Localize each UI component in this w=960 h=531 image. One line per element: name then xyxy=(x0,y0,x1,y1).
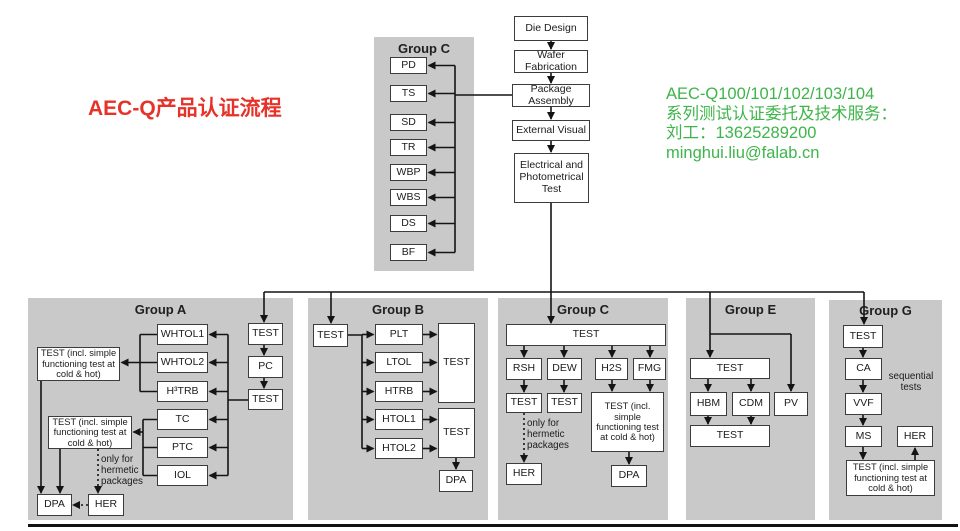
group-c-top-box-sd: SD xyxy=(390,114,427,131)
group-g-box-her: HER xyxy=(897,426,933,447)
page-title: AEC-Q产品认证流程 xyxy=(88,97,282,120)
group-c-box-dpa: DPA xyxy=(611,465,647,487)
group-g-box-vvf: VVF xyxy=(845,393,882,415)
group-c-test-functioning: TEST (incl. simple functioning test at c… xyxy=(591,392,664,452)
flow-box-package-assembly: Package Assembly xyxy=(512,83,590,107)
group-c-top-title: Group C xyxy=(398,41,450,56)
group-c-box-h2s: H2S xyxy=(595,358,628,380)
group-g-entry-test: TEST xyxy=(843,325,883,348)
group-e-title: Group E xyxy=(724,302,777,317)
group-a-box-pc: PC xyxy=(248,356,283,378)
group-c-top-box-pd: PD xyxy=(390,57,427,74)
group-c-test-rsh: TEST xyxy=(506,393,542,413)
group-a-box-whtol2: WHTOL2 xyxy=(157,352,208,373)
group-a-box-whtol1: WHTOL1 xyxy=(157,324,208,345)
flow-box-die-design: Die Design xyxy=(514,16,588,41)
group-c-top-box-tr: TR xyxy=(390,139,427,156)
group-a-test-functioning-upper: TEST (incl. simple functioning test at c… xyxy=(37,347,120,381)
group-a-box-h3trb: H³TRB xyxy=(157,381,208,402)
group-a-entry-test: TEST xyxy=(248,323,283,345)
group-a-hermetic-note: only for hermetic packages xyxy=(101,454,143,487)
contact-line-services: AEC-Q100/101/102/103/104 xyxy=(666,85,875,103)
group-a-box-her: HER xyxy=(88,494,124,516)
contact-line-scope: 系列测试认证委托及技术服务： xyxy=(666,104,897,123)
group-b-box-htrb: HTRB xyxy=(375,381,423,402)
group-e-box-hbm: HBM xyxy=(690,392,727,416)
group-e-entry-test: TEST xyxy=(690,358,770,379)
group-a-entry-test-2: TEST xyxy=(248,389,283,410)
group-b-box-plt: PLT xyxy=(375,324,423,345)
group-c-top-box-bf: BF xyxy=(390,244,427,261)
flow-box-wafer-fabrication: Wafer Fabrication xyxy=(514,49,588,73)
contact-info: AEC-Q100/101/102/103/104 系列测试认证委托及技术服务： … xyxy=(666,85,926,163)
bottom-divider xyxy=(28,524,958,527)
group-g-sequential-note: sequential tests xyxy=(888,371,934,393)
group-a-test-functioning-lower: TEST (incl. simple functioning test at c… xyxy=(48,416,132,449)
group-c-top-box-wbp: WBP xyxy=(390,164,427,181)
group-c-box-dew: DEW xyxy=(547,358,582,380)
group-e-test-final: TEST xyxy=(690,425,770,447)
group-b-box-ltol: LTOL xyxy=(375,352,423,373)
group-b-title: Group B xyxy=(372,302,424,317)
group-g-test-functioning: TEST (incl. simple functioning test at c… xyxy=(846,460,935,496)
flow-box-electrical-photometrical-test: Electrical and Photometrical Test xyxy=(514,153,589,203)
group-b-box-htol1: HTOL1 xyxy=(375,409,423,430)
group-c-box-rsh: RSH xyxy=(506,358,542,380)
group-b-box-htol2: HTOL2 xyxy=(375,438,423,459)
group-c-test-dew: TEST xyxy=(547,393,582,413)
flow-box-external-visual: External Visual xyxy=(512,120,590,141)
group-c-entry-test: TEST xyxy=(506,324,666,346)
group-g-box-ca: CA xyxy=(845,358,882,380)
group-a-box-iol: IOL xyxy=(157,465,208,486)
group-a-box-tc: TC xyxy=(157,409,208,430)
group-b-test-upper: TEST xyxy=(438,323,475,403)
group-c-box-her: HER xyxy=(506,463,542,485)
group-b-box-dpa: DPA xyxy=(439,470,473,492)
group-b-test-lower: TEST xyxy=(438,408,475,458)
group-a-box-ptc: PTC xyxy=(157,437,208,458)
group-c-bottom-title: Group C xyxy=(557,302,609,317)
group-a-box-dpa: DPA xyxy=(37,494,72,516)
contact-line-phone: 刘工：13625289200 xyxy=(666,124,817,142)
contact-line-email: minghui.liu@falab.cn xyxy=(666,143,820,162)
group-c-top-box-ds: DS xyxy=(390,215,427,232)
group-c-top-box-wbs: WBS xyxy=(390,189,427,206)
group-c-hermetic-note: only for hermetic packages xyxy=(527,418,569,451)
group-g-box-ms: MS xyxy=(845,426,882,447)
group-e-box-cdm: CDM xyxy=(732,392,770,416)
group-g-title: Group G xyxy=(859,303,912,318)
group-c-box-fmg: FMG xyxy=(633,358,666,380)
group-b-entry-test: TEST xyxy=(313,324,348,347)
group-e-box-pv: PV xyxy=(774,392,808,416)
group-a-title: Group A xyxy=(134,302,187,317)
group-c-top-box-ts: TS xyxy=(390,85,427,102)
